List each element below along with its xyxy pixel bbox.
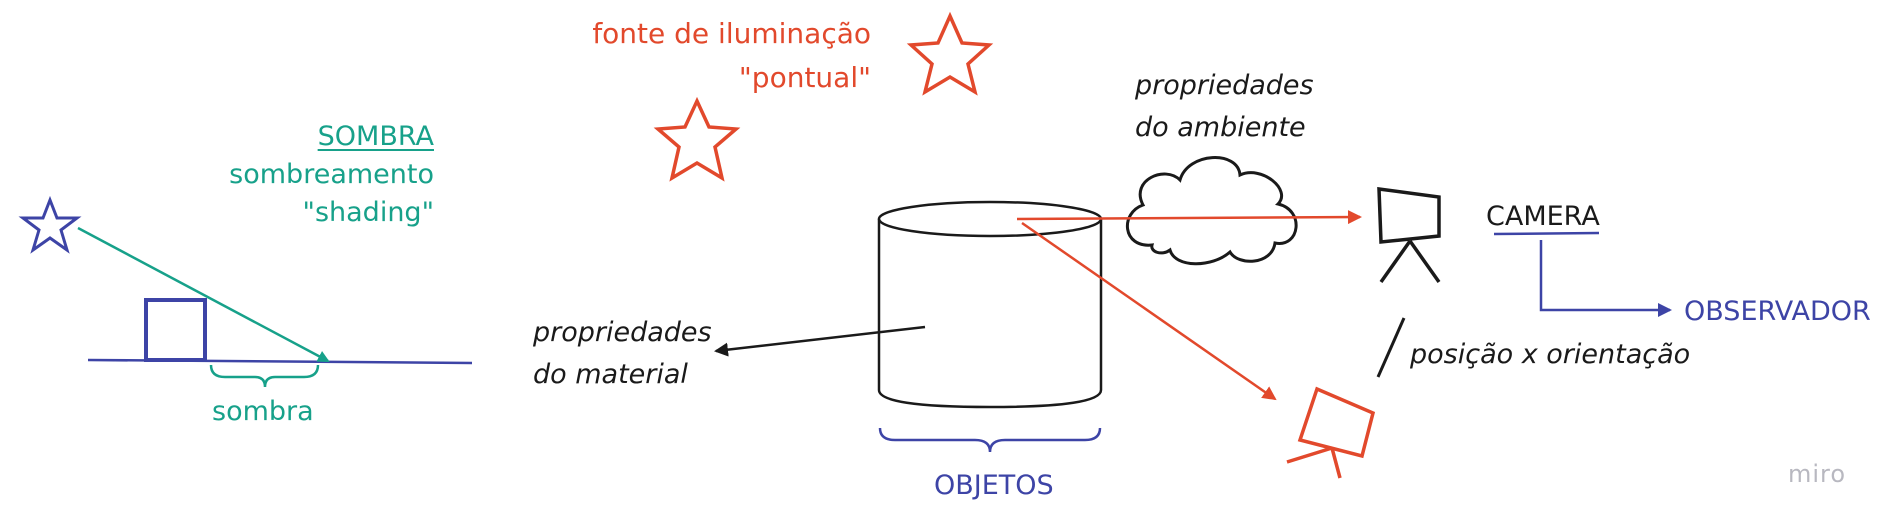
shading-title: SOMBRA xyxy=(317,121,434,152)
camera-underline xyxy=(1493,231,1600,236)
material-line2: do material xyxy=(533,359,688,390)
shadow-label: sombra xyxy=(212,396,314,427)
observer-arrow xyxy=(1539,240,1672,317)
environment-line1: propriedades xyxy=(1135,70,1314,101)
light-source-line2: "pontual" xyxy=(738,61,871,94)
environment-label: propriedades do ambiente xyxy=(1135,65,1314,149)
view-ray-to-camera xyxy=(1016,210,1362,225)
light-source-star-icon-2 xyxy=(653,96,741,182)
objects-label: OBJETOS xyxy=(934,470,1054,501)
light-ray-arrow xyxy=(77,226,330,363)
light-star-icon xyxy=(18,195,82,254)
camera-label: CAMERA xyxy=(1486,201,1600,232)
light-source-star-icon-1 xyxy=(906,11,994,96)
observer-label: OBSERVADOR xyxy=(1684,296,1871,327)
shading-subtitle: sombreamento xyxy=(229,159,434,190)
light-source-line1: fonte de iluminação xyxy=(592,17,871,50)
view-ray-to-red-camera xyxy=(1021,221,1277,401)
material-line1: propriedades xyxy=(533,317,712,348)
environment-line2: do ambiente xyxy=(1135,112,1306,143)
red-camera-icon xyxy=(1286,386,1376,479)
camera-icon xyxy=(1377,186,1441,284)
shading-term: "shading" xyxy=(302,197,434,228)
pose-divider xyxy=(1376,317,1406,378)
light-source-label: fonte de iluminação "pontual" xyxy=(592,12,871,100)
occluder-box xyxy=(144,298,207,362)
shadow-brace xyxy=(209,364,320,388)
miro-watermark: miro xyxy=(1788,460,1847,488)
shading-title-block: SOMBRA sombreamento "shading" xyxy=(229,118,434,232)
cloud-icon xyxy=(1126,156,1298,266)
pose-label: posição x orientação xyxy=(1410,339,1691,370)
cylinder-object xyxy=(877,200,1103,409)
material-arrow xyxy=(714,325,926,357)
material-label: propriedades do material xyxy=(533,312,712,396)
objects-brace xyxy=(878,427,1102,453)
